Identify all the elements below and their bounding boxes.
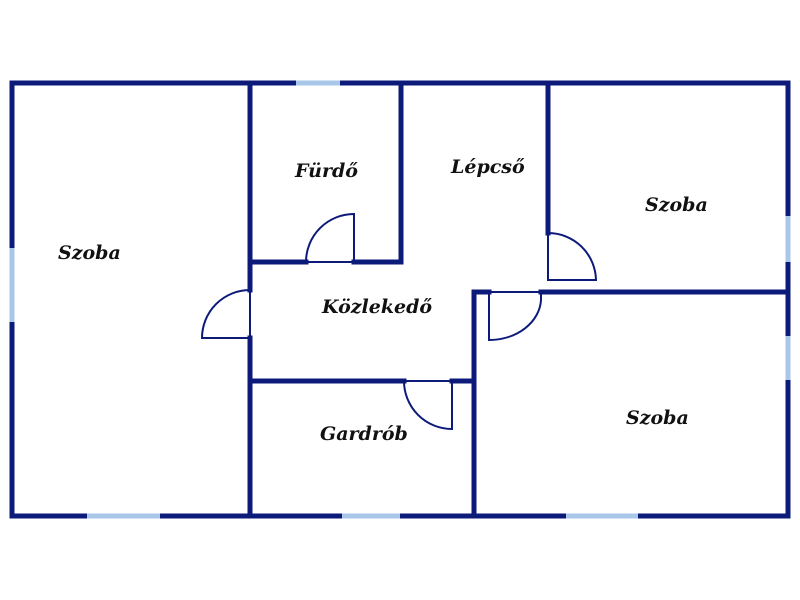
door-top-right-room [547, 231, 598, 281]
label-room-top-right: Szoba [645, 194, 708, 216]
label-bathroom: Fürdő [294, 160, 358, 182]
door-wardrobe [402, 380, 453, 431]
interior-walls [247, 80, 791, 519]
label-room-bottom-right: Szoba [626, 407, 689, 429]
room-labels: Szoba Fürdő Lépcső Szoba Közlekedő Gardr… [58, 156, 708, 445]
label-wardrobe: Gardrób [320, 423, 408, 445]
windows [9, 80, 791, 519]
label-room-left: Szoba [58, 242, 121, 264]
door-bottom-right-room [488, 291, 542, 342]
door-left-room [200, 288, 251, 339]
doors [200, 212, 598, 431]
label-corridor: Közlekedő [321, 296, 432, 318]
label-staircase: Lépcső [450, 156, 525, 178]
door-bathroom [304, 212, 355, 263]
